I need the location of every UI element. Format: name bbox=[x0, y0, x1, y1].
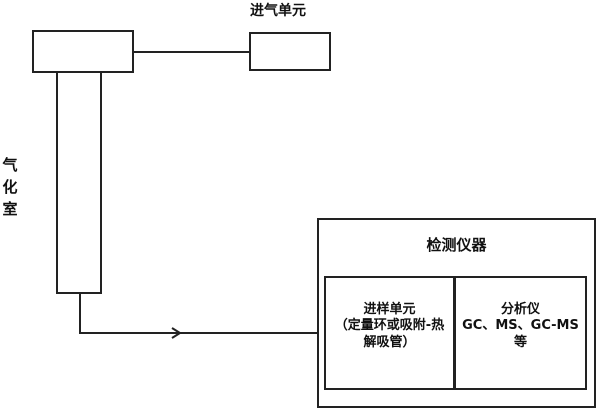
vaporization-chamber-column bbox=[56, 71, 102, 294]
analyzer-box bbox=[454, 276, 587, 390]
sampling-unit-line1: 进样单元 bbox=[363, 302, 416, 317]
flow-arrow-icon bbox=[171, 327, 182, 339]
sampling-unit-line3: 解吸管） bbox=[363, 334, 416, 350]
vaporization-chamber-label: 气化室 bbox=[2, 156, 18, 218]
detector-label: 检测仪器 bbox=[426, 236, 487, 254]
intake-unit-box bbox=[249, 32, 331, 71]
analyzer-line1: 分析仪 bbox=[500, 302, 540, 317]
sampling-unit-line2: （定量环或吸附-热 bbox=[334, 318, 445, 334]
sampling-unit-label: 进样单元 （定量环或吸附-热 解吸管） bbox=[324, 302, 455, 351]
analyzer-line2: GC、MS、GC-MS bbox=[462, 318, 579, 334]
output-connector bbox=[79, 293, 318, 334]
analyzer-label: 分析仪 GC、MS、GC-MS 等 bbox=[454, 302, 587, 351]
analyzer-line3: 等 bbox=[513, 334, 527, 350]
intake-unit-label: 进气单元 bbox=[250, 3, 306, 19]
vaporizer-head-box bbox=[32, 30, 134, 73]
sampling-unit-box bbox=[324, 276, 455, 390]
